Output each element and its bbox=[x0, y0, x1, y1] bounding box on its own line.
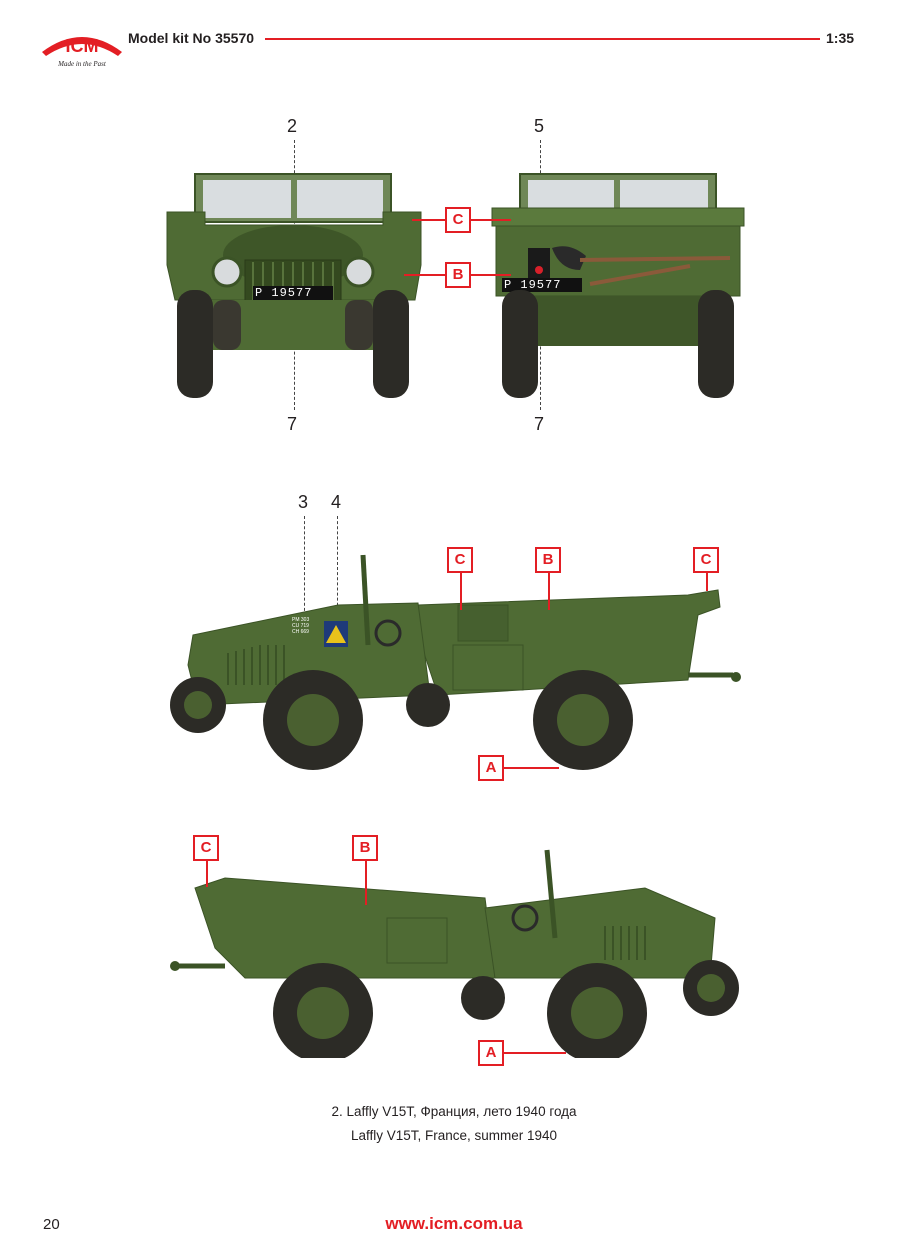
leader-red bbox=[471, 219, 511, 221]
leader-red bbox=[412, 219, 445, 221]
front-view-drawing bbox=[166, 173, 422, 398]
callout-2: 2 bbox=[287, 116, 298, 136]
page-number: 20 bbox=[43, 1216, 60, 1233]
caption-english: Laffly V15T, France, summer 1940 bbox=[350, 1128, 558, 1143]
leader-line bbox=[304, 516, 305, 616]
color-label-c-side1: C bbox=[447, 547, 473, 573]
leader-red bbox=[206, 861, 208, 887]
callout-4: 4 bbox=[331, 492, 342, 512]
model-kit-title: Model kit No 35570 bbox=[128, 30, 255, 46]
hood-markings: PM 303 CU 719 CH 669 bbox=[292, 617, 310, 635]
scale-label: 1:35 bbox=[826, 30, 855, 46]
icm-logo: ICM Made in the Past bbox=[42, 36, 122, 68]
color-label-a-side2: A bbox=[478, 1040, 504, 1066]
leader-red bbox=[404, 274, 445, 276]
color-label-b-side2: B bbox=[352, 835, 378, 861]
leader-red bbox=[548, 573, 550, 610]
leader-line bbox=[337, 516, 338, 616]
leader-red bbox=[471, 274, 511, 276]
leader-red bbox=[504, 1052, 566, 1054]
color-label-c-side1-rear: C bbox=[693, 547, 719, 573]
callout-5: 5 bbox=[534, 116, 545, 136]
callout-3: 3 bbox=[298, 492, 309, 512]
color-label-a-side1: A bbox=[478, 755, 504, 781]
rear-plate: P 19577 bbox=[504, 278, 562, 292]
color-label-c-side2: C bbox=[193, 835, 219, 861]
website-link[interactable]: www.icm.com.ua bbox=[385, 1214, 523, 1233]
leader-red bbox=[504, 767, 559, 769]
right-side-view-drawing bbox=[170, 849, 739, 1058]
svg-text:Made in the Past: Made in the Past bbox=[57, 60, 107, 68]
color-label-b-side1: B bbox=[535, 547, 561, 573]
caption-russian: 2. Laffly V15T, Франция, лето 1940 года bbox=[331, 1104, 577, 1119]
color-label-b-top: B bbox=[445, 262, 471, 288]
callout-7-rear: 7 bbox=[534, 414, 545, 434]
leader-red bbox=[460, 573, 462, 610]
left-side-view-drawing bbox=[170, 554, 741, 770]
front-plate: P 19577 bbox=[255, 286, 313, 300]
callout-7-front: 7 bbox=[287, 414, 298, 434]
svg-text:ICM: ICM bbox=[66, 36, 99, 56]
leader-red bbox=[706, 573, 708, 591]
leader-red bbox=[365, 861, 367, 905]
color-label-c-top: C bbox=[445, 207, 471, 233]
header-divider bbox=[265, 38, 820, 40]
rear-view-drawing bbox=[491, 173, 745, 398]
